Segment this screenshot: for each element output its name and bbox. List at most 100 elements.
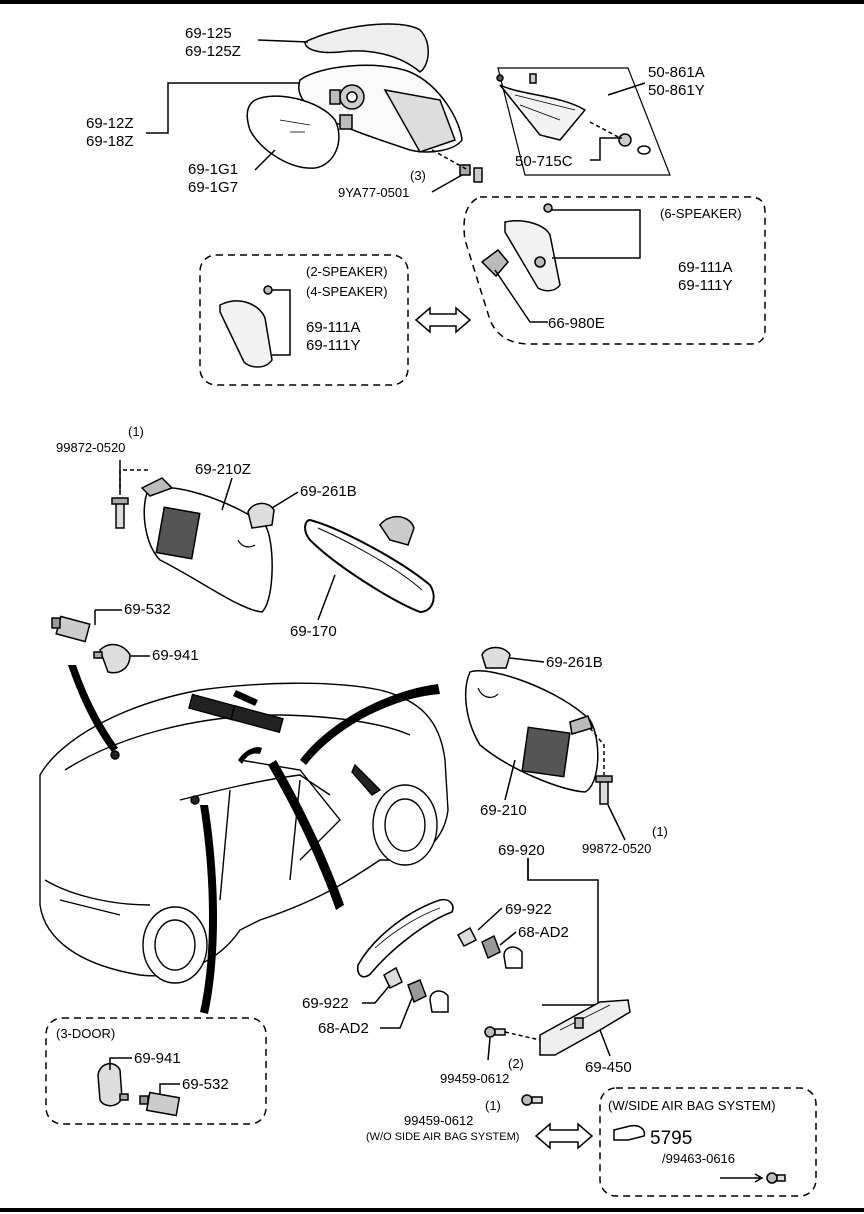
label-69-125z: 69-125Z [185,43,241,60]
label-99463-0616: /99463-0616 [662,1151,735,1166]
leader-68-ad2-b [380,997,413,1029]
label-50-861y: 50-861Y [648,82,705,99]
label-qty-1c: (1) [485,1098,501,1113]
label-69-210: 69-210 [480,802,527,819]
label-5795: 5795 [650,1128,692,1149]
label-99459-0612-a: 99459-0612 [440,1071,509,1086]
label-68-ad2-b: 68-AD2 [318,1020,369,1037]
grip-cap-68-ad2-a[interactable] [481,934,523,969]
leader-69-210 [504,759,516,801]
sun-visor-69-210[interactable] [464,670,599,793]
label-w-side-airbag: (W/SIDE AIR BAG SYSTEM) [608,1098,776,1113]
map-light-69-532-a[interactable] [51,615,91,643]
two-four-speaker-box [199,254,409,386]
label-69-170: 69-170 [290,623,337,640]
screw-dash-b [589,727,605,775]
label-r-69-111y: 69-111Y [678,277,733,294]
label-68-ad2-a: 68-AD2 [518,924,569,941]
label-4-speaker: (4-SPEAKER) [306,284,388,299]
label-l-69-111y: 69-111Y [306,337,361,354]
leader-69-450 [599,1029,611,1057]
label-50-715c: 50-715C [515,153,573,170]
swoosh-arrow-1 [68,665,118,752]
label-wo-side-airbag: (W/O SIDE AIR BAG SYSTEM) [366,1131,519,1143]
garnish-50-861-box [496,67,671,176]
label-69-261b-b: 69-261B [546,654,603,671]
screw-99872-b[interactable] [595,775,613,805]
bolt-99463[interactable] [766,1172,786,1184]
bolt-9ya77[interactable] [459,164,483,183]
label-99459-0612-b: 99459-0612 [404,1113,473,1128]
bracket-69-450[interactable] [539,999,631,1056]
mirror-glass[interactable] [246,95,340,169]
label-qty-2: (2) [508,1056,524,1071]
leader-2sp-111a [272,289,291,356]
side-airbag-box [599,1087,817,1197]
label-69-210z: 69-210Z [195,461,251,478]
leader-69-210z [221,477,233,511]
label-l-69-111a: 69-111A [306,319,361,336]
leader-69-1g1 [254,149,276,171]
bolt-dash [431,149,469,171]
rear-view-mirror[interactable] [304,516,435,614]
label-qty-1b: (1) [652,824,668,839]
six-speaker-box [463,196,766,345]
mirror-housing[interactable] [298,64,463,153]
label-69-532-b: 69-532 [182,1076,229,1093]
bolt-99459-b[interactable] [521,1094,543,1106]
leader-69-170 [317,574,336,621]
leader-69-125 [257,39,309,43]
sun-visor-69-210z[interactable] [140,477,273,613]
label-9ya77-0501: 9YA77-0501 [338,185,409,200]
label-6-speaker: (6-SPEAKER) [660,206,742,221]
leader-69-922-b [362,984,391,1004]
visor-holder-69-261b-a[interactable] [247,502,275,529]
garnish-2-4-speaker[interactable] [219,285,273,368]
grommet-66-980e[interactable] [480,248,509,278]
bolt-99459-a[interactable] [484,1026,506,1038]
label-66-980e: 66-980E [548,315,605,332]
double-arrow-speaker [414,306,472,334]
label-69-532-a: 69-532 [124,601,171,618]
leader-99459-a [487,1037,491,1061]
leader-9ya77 [431,174,463,193]
label-69-920: 69-920 [498,842,545,859]
reference-hand-icon [613,1124,646,1141]
grip-cap-68-ad2-b[interactable] [407,979,449,1013]
leader-69-261b-a [271,491,299,509]
label-69-1g1: 69-1G1 [188,161,238,178]
swoosh-arrow-5 [233,690,258,706]
grip-clip-69-922-b[interactable] [383,966,403,990]
screw-99872-a[interactable] [111,497,129,529]
mirror-cover[interactable] [304,23,429,73]
leader-69-532-b [159,1083,180,1094]
label-69-12z: 69-12Z [86,115,134,132]
grip-clip-69-922-a[interactable] [456,926,478,947]
garnish-6-speaker[interactable] [504,203,561,292]
label-69-922-b: 69-922 [302,995,349,1012]
label-69-18z: 69-18Z [86,133,134,150]
label-2-speaker: (2-SPEAKER) [306,264,388,279]
label-69-261b-a: 69-261B [300,483,357,500]
visor-holder-69-261b-b[interactable] [481,646,511,669]
label-3-door: (3-DOOR) [56,1026,115,1041]
car-body [39,682,449,984]
label-r-69-111a: 69-111A [678,259,733,276]
label-qty-3: (3) [410,168,426,183]
leader-69-941-b [109,1057,132,1070]
coat-hook-69-941-b[interactable] [97,1063,129,1107]
label-99872-0520-b: 99872-0520 [582,841,651,856]
assist-grip[interactable] [356,898,454,978]
leader-69-261b-b [509,657,545,663]
label-50-861a: 50-861A [648,64,705,81]
label-69-941-b: 69-941 [134,1050,181,1067]
swoosh-arrow-2 [300,684,440,765]
coat-hook-69-941-a[interactable] [93,643,131,674]
map-light-69-532-b[interactable] [139,1091,181,1117]
double-arrow-airbag [534,1122,594,1150]
swoosh-arrow-6 [238,747,262,764]
leader-69-12z [146,82,300,134]
leader-50-861 [607,82,646,96]
leader-66-980e [494,269,531,323]
leader-50-715c [590,137,622,161]
